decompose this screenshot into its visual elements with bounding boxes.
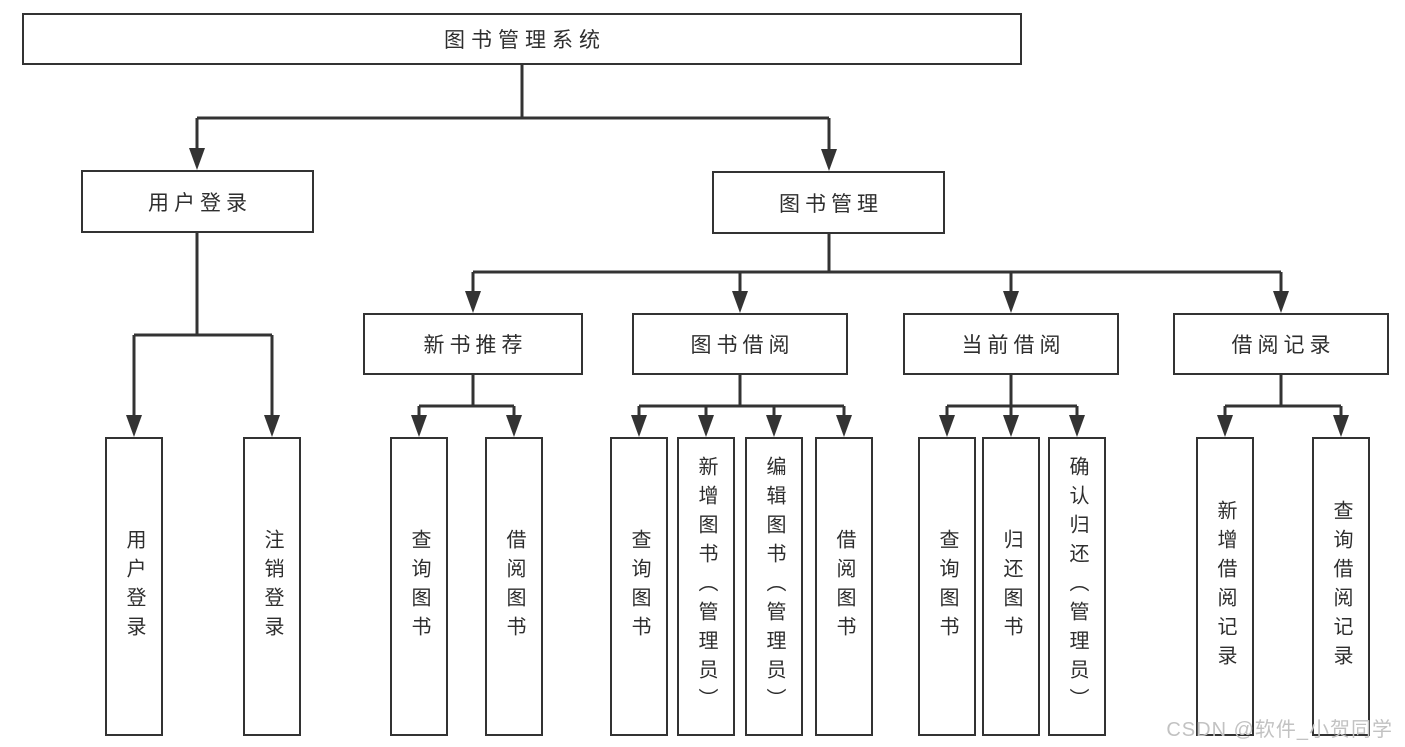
node-label: 借阅图书 <box>503 528 525 645</box>
node-label: 确认归还（管理员） <box>1066 456 1088 717</box>
node-label: 新书推荐 <box>423 334 528 357</box>
node-label: 查询借阅记录 <box>1330 499 1352 674</box>
connector-root-to-level2 <box>195 65 831 153</box>
node-borrowing-records: 借阅记录 <box>1173 313 1389 375</box>
node-label: 注销登录 <box>261 528 283 645</box>
node-label: 图书借阅 <box>690 334 795 357</box>
node-label: 归还图书 <box>1000 528 1022 645</box>
leaf-logout: 注销登录 <box>243 437 301 736</box>
leaf-confirm-return-admin: 确认归还（管理员） <box>1048 437 1106 736</box>
node-label: 编辑图书（管理员） <box>763 456 785 717</box>
leaf-query-borrow-record: 查询借阅记录 <box>1312 437 1370 736</box>
node-user-login: 用户登录 <box>81 170 314 233</box>
connector-borrowrecords-to-leaves <box>1223 375 1343 421</box>
leaf-borrow-books: 借阅图书 <box>815 437 873 736</box>
node-label: 借阅图书 <box>833 528 855 645</box>
node-library-management-system: 图书管理系统 <box>22 13 1022 65</box>
node-current-borrowing: 当前借阅 <box>903 313 1119 375</box>
leaf-query-books-borrow: 查询图书 <box>610 437 668 736</box>
connector-bookborrow-to-leaves <box>637 375 846 421</box>
node-label: 新增借阅记录 <box>1214 499 1236 674</box>
connector-bookmgmt-to-level3 <box>471 234 1283 296</box>
leaf-borrow-books-recommend: 借阅图书 <box>485 437 543 736</box>
node-new-book-recommendation: 新书推荐 <box>363 313 583 375</box>
node-label: 用户登录 <box>123 528 145 645</box>
leaf-return-books: 归还图书 <box>982 437 1040 736</box>
leaf-add-books-admin: 新增图书（管理员） <box>677 437 735 736</box>
node-label: 查询图书 <box>936 528 958 645</box>
leaf-user-login: 用户登录 <box>105 437 163 736</box>
connector-newbook-to-leaves <box>417 375 516 421</box>
csdn-watermark: CSDN @软件_小贺同学 <box>1166 719 1393 741</box>
leaf-edit-books-admin: 编辑图书（管理员） <box>745 437 803 736</box>
node-label: 图书管理 <box>779 192 883 216</box>
leaf-query-books-current: 查询图书 <box>918 437 976 736</box>
node-label: 借阅记录 <box>1231 334 1336 357</box>
connector-currentborrow-to-leaves <box>945 375 1079 421</box>
node-book-borrowing: 图书借阅 <box>632 313 848 375</box>
leaf-query-books-recommend: 查询图书 <box>390 437 448 736</box>
node-book-management: 图书管理 <box>712 171 945 234</box>
node-label: 查询图书 <box>628 528 650 645</box>
connector-userlogin-to-leaves <box>132 233 274 420</box>
node-label: 查询图书 <box>408 528 430 645</box>
node-label: 当前借阅 <box>961 334 1066 357</box>
node-label: 新增图书（管理员） <box>695 456 717 717</box>
node-label: 图书管理系统 <box>444 29 606 52</box>
leaf-add-borrow-record: 新增借阅记录 <box>1196 437 1254 736</box>
node-label: 用户登录 <box>148 191 252 215</box>
